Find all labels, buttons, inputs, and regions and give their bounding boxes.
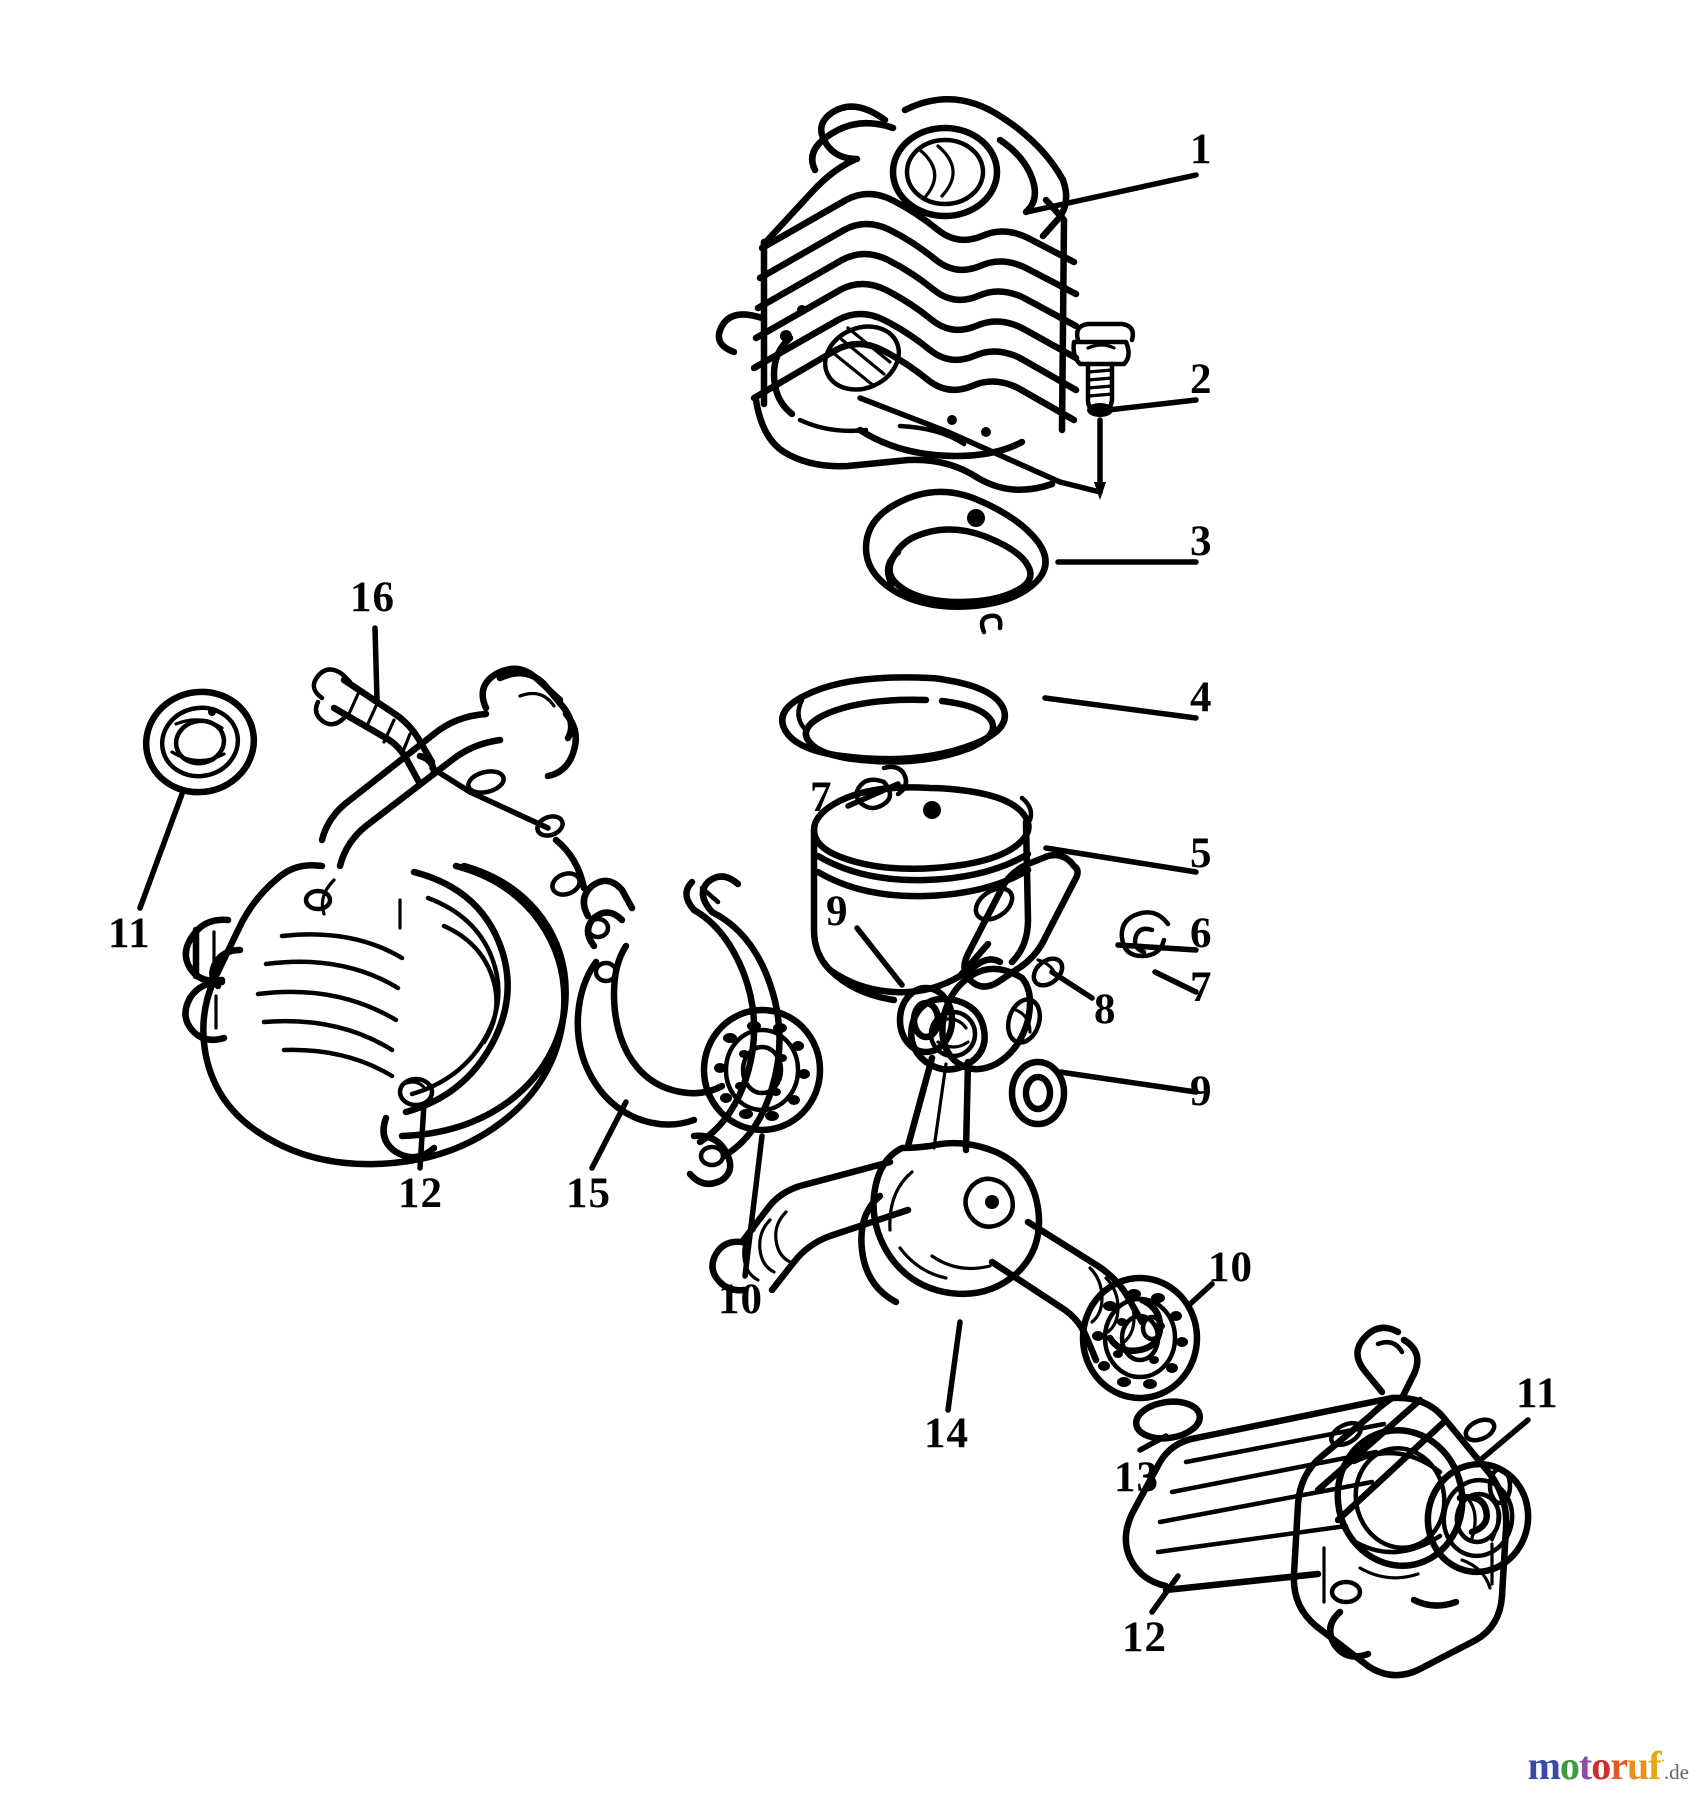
part-crank-bearing-right (1079, 1274, 1201, 1402)
callout-4: 4 (1190, 674, 1213, 721)
callout-11-left: 11 (108, 910, 151, 957)
callout-9-left: 9 (826, 888, 849, 935)
watermark-letter-o1: o (1559, 1743, 1580, 1788)
callout-8: 8 (1094, 986, 1117, 1033)
callout-1: 1 (1190, 126, 1213, 173)
part-piston-ring (779, 674, 1009, 765)
motoruf-watermark: motoruf·.de (1528, 1746, 1689, 1786)
callout-10-left: 10 (718, 1276, 763, 1323)
callout-12-left: 12 (398, 1170, 443, 1217)
part-crankcase-plug (1132, 1398, 1204, 1442)
part-needle-bearing (939, 965, 1043, 1073)
watermark-letter-u: u (1627, 1743, 1649, 1788)
callout-5: 5 (1190, 830, 1213, 877)
part-thrust-washer-right (1008, 1058, 1068, 1128)
part-crankcase-half-right (1122, 1324, 1513, 1679)
callout-2: 2 (1190, 356, 1213, 403)
watermark-suffix: .de (1663, 1760, 1689, 1784)
callout-16: 16 (350, 574, 395, 621)
callout-7-left: 7 (810, 774, 833, 821)
part-cylinder (715, 96, 1080, 493)
part-crankcase-screw (311, 667, 551, 831)
callout-11-right: 11 (1516, 1370, 1559, 1417)
watermark-letter-f: f (1648, 1743, 1661, 1788)
callout-9-right: 9 (1190, 1068, 1213, 1115)
callout-14: 14 (924, 1410, 969, 1457)
callout-3: 3 (1190, 518, 1213, 565)
callout-6: 6 (1190, 910, 1213, 957)
callout-10-right: 10 (1208, 1244, 1253, 1291)
watermark-letter-o2: o (1591, 1743, 1611, 1788)
part-pin-clip-left (854, 764, 909, 811)
part-cylinder-gasket (862, 488, 1049, 635)
watermark-registered-mark: · (1660, 1752, 1665, 1768)
watermark-letter-t: t (1578, 1743, 1592, 1788)
part-crank-seal-left (142, 688, 258, 796)
callout-13: 13 (1114, 1454, 1159, 1501)
part-cylinder-screw (857, 321, 1136, 500)
watermark-letter-m: m (1527, 1743, 1561, 1788)
watermark-letter-r: r (1610, 1743, 1628, 1788)
callout-7-right: 7 (1190, 964, 1213, 1011)
part-crankcase-gasket (574, 873, 783, 1188)
callout-12-right: 12 (1122, 1614, 1167, 1661)
callout-15: 15 (566, 1170, 611, 1217)
callout-leader-lines (137, 172, 1531, 1615)
part-crankcase-half-left (182, 665, 588, 1168)
